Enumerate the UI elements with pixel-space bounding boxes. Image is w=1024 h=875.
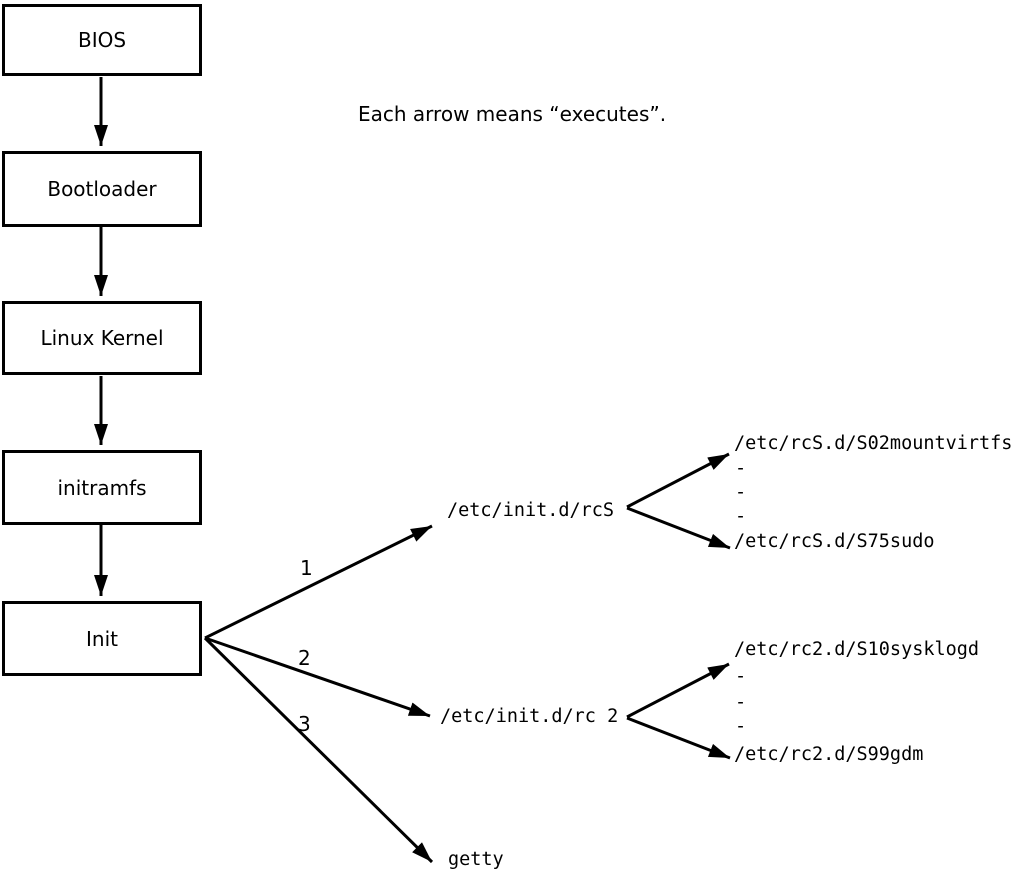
rcs-script-path: /etc/init.d/rcS: [447, 500, 615, 521]
rc2-script-path: /etc/init.d/rc 2: [440, 706, 619, 727]
rc2-child-first: /etc/rc2.d/S10sysklogd: [734, 639, 980, 660]
node-bootloader-label: Bootloader: [47, 177, 157, 201]
rcs-ellipsis-dash: -: [735, 458, 747, 479]
arrow-rcs-to-first-script: [626, 452, 730, 509]
node-init-label: Init: [86, 626, 118, 651]
getty-label: getty: [448, 849, 504, 870]
node-bios: BIOS: [2, 4, 202, 76]
caption: Each arrow means “executes”.: [358, 102, 667, 126]
branch-label-2: 2: [298, 646, 311, 670]
arrow-rc2-to-first-script: [626, 662, 730, 719]
node-linux-kernel-label: Linux Kernel: [40, 326, 164, 350]
rc2-ellipsis-dash: -: [735, 666, 747, 687]
rcs-child-last: /etc/rcS.d/S75sudo: [734, 531, 935, 552]
rc2-ellipsis-dash: -: [735, 716, 747, 737]
arrow-rc2-to-last-script: [626, 716, 731, 760]
rcs-ellipsis-dash: -: [735, 482, 747, 503]
node-initramfs: initramfs: [2, 450, 202, 525]
node-bios-label: BIOS: [77, 28, 127, 52]
branch-label-1: 1: [300, 556, 313, 580]
arrow-rcs-to-last-script: [626, 506, 731, 550]
arrow-init-to-getty: [203, 636, 434, 864]
node-linux-kernel: Linux Kernel: [2, 301, 202, 375]
rcs-child-first: /etc/rcS.d/S02mountvirtfs: [734, 433, 1013, 454]
node-init: Init: [2, 601, 202, 676]
branch-label-3: 3: [298, 712, 311, 736]
rc2-child-last: /etc/rc2.d/S99gdm: [734, 744, 924, 765]
rc2-ellipsis-dash: -: [735, 692, 747, 713]
arrow-init-to-rcs: [204, 524, 433, 640]
arrow-init-to-rc2: [204, 636, 431, 718]
node-initramfs-label: initramfs: [57, 475, 147, 500]
rcs-ellipsis-dash: -: [735, 506, 747, 527]
node-bootloader: Bootloader: [2, 151, 202, 227]
